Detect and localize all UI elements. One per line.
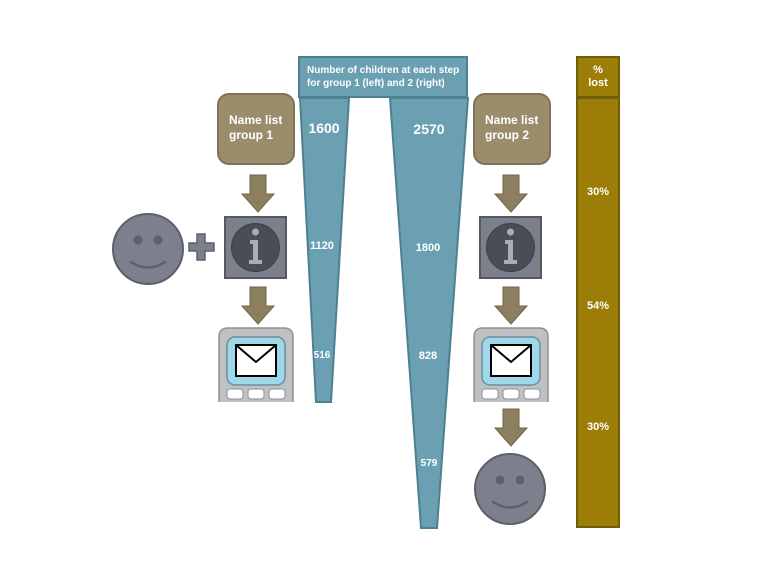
down-arrow-icon: [240, 174, 276, 213]
mobile-phone-message-icon: [218, 327, 294, 402]
percent-lost-step2: 54%: [586, 300, 610, 312]
plus-icon: [188, 233, 215, 261]
percent-lost-header-line1: %: [593, 64, 603, 76]
name-list-group-1-line2: group 1: [229, 128, 273, 142]
group2-count-step4: 579: [420, 458, 438, 469]
name-list-group-2-line2: group 2: [485, 128, 529, 142]
down-arrow-icon: [493, 286, 529, 325]
info-icon: [224, 216, 287, 279]
smiley-face-icon: [112, 213, 184, 285]
percent-lost-step1: 30%: [586, 186, 610, 198]
group2-count-step3: 828: [418, 350, 438, 362]
percent-lost-header: % lost: [576, 56, 620, 98]
smiley-face-icon: [474, 453, 546, 525]
funnel-group-1: [298, 97, 351, 403]
percent-lost-bar: [576, 97, 620, 528]
name-list-group-1-line1: Name list: [229, 113, 283, 127]
name-list-group-1: Name list group 1: [217, 93, 295, 165]
group1-count-step1: 1600: [308, 120, 340, 136]
group1-count-step3: 516: [313, 350, 331, 361]
down-arrow-icon: [240, 286, 276, 325]
funnel-header-line1: Number of children at each step: [307, 65, 460, 76]
name-list-group-2-line1: Name list: [485, 113, 539, 127]
funnel-header-line2: for group 1 (left) and 2 (right): [307, 78, 445, 89]
funnel-header: Number of children at each step for grou…: [298, 56, 468, 98]
down-arrow-icon: [493, 408, 529, 447]
group2-count-step1: 2570: [413, 121, 445, 137]
info-icon: [479, 216, 542, 279]
group1-count-step2: 1120: [310, 240, 334, 252]
percent-lost-header-line2: lost: [588, 77, 608, 89]
percent-lost-step3: 30%: [586, 421, 610, 433]
funnel-group-2: [388, 97, 470, 529]
group2-count-step2: 1800: [415, 242, 441, 254]
name-list-group-2: Name list group 2: [473, 93, 551, 165]
mobile-phone-message-icon: [473, 327, 549, 402]
down-arrow-icon: [493, 174, 529, 213]
